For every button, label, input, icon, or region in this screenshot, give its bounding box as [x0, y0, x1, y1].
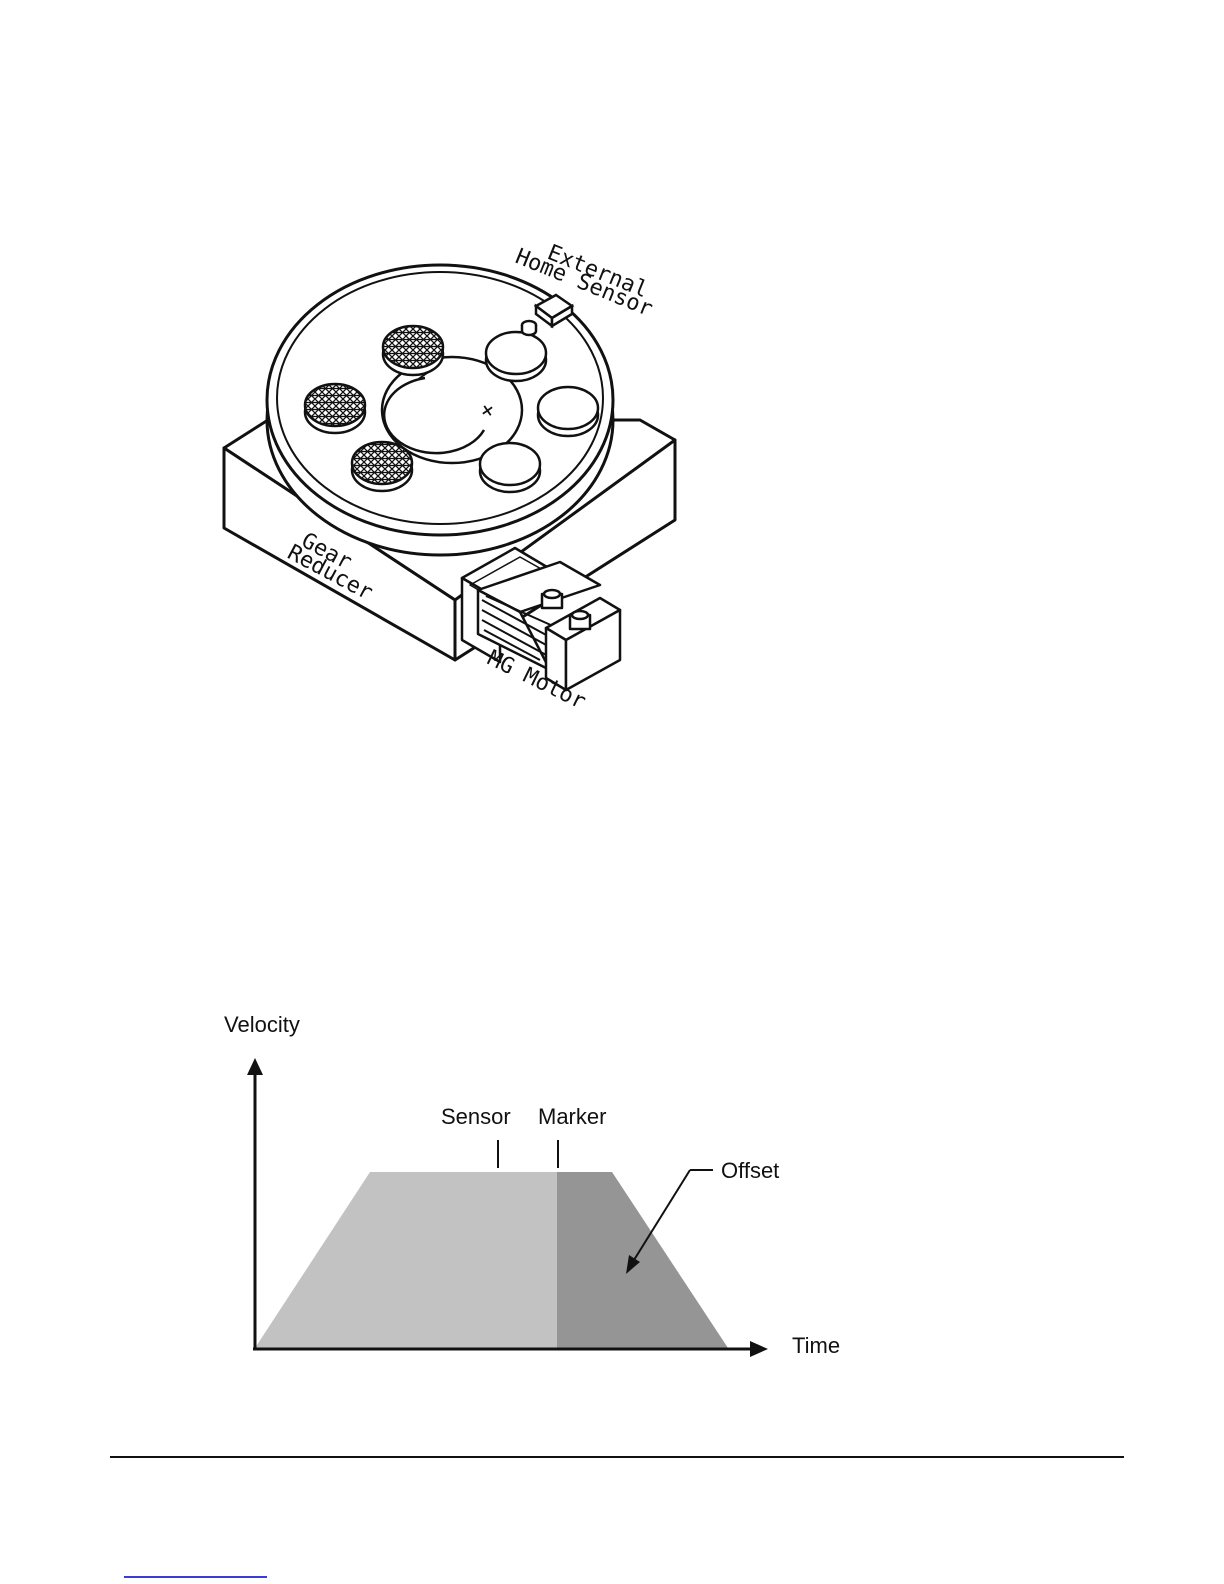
offset-annotation: Offset — [721, 1158, 779, 1183]
footer-link-underline[interactable] — [124, 1576, 267, 1578]
velocity-profile-chart: Velocity Time Sensor Marker Offset — [0, 0, 1224, 1400]
y-axis-arrow — [247, 1058, 263, 1075]
offset-area — [557, 1172, 728, 1348]
x-axis-label: Time — [792, 1333, 840, 1358]
offset-arrow-line — [634, 1170, 690, 1260]
pre-marker-area — [255, 1172, 557, 1348]
x-axis-arrow — [750, 1341, 768, 1357]
page-footer-rule — [110, 1456, 1124, 1458]
y-axis-label: Velocity — [224, 1012, 300, 1037]
marker-annotation: Marker — [538, 1104, 606, 1129]
sensor-annotation: Sensor — [441, 1104, 511, 1129]
